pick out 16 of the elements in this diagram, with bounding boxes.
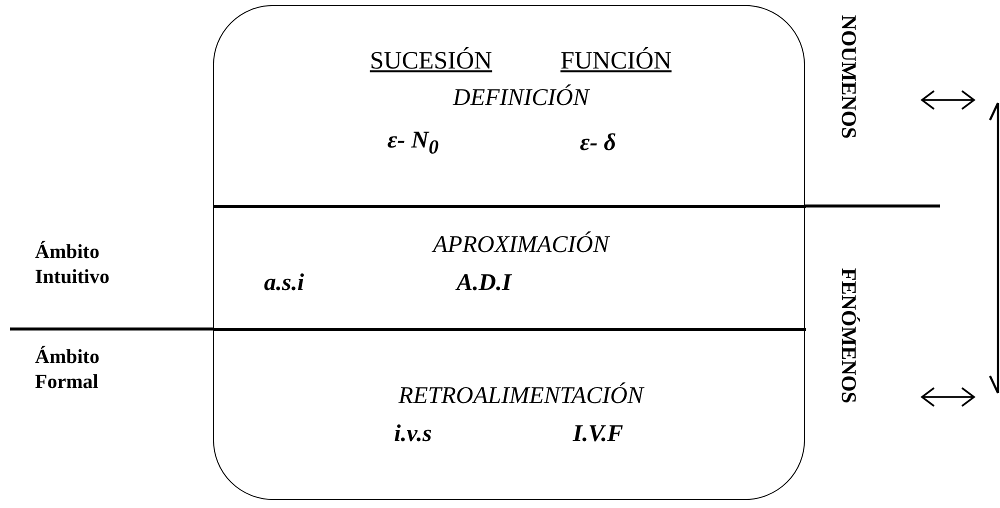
abbreviation: I.V.F [572,420,624,448]
heading: SUCESIÓN [370,47,492,75]
side-label: Ámbito Intuitivo [35,240,110,290]
abbreviation: A.D.I [456,270,512,296]
rounded-panel [213,5,805,500]
vertical-label: FENÓMENOS [836,268,861,404]
formula: ε- δ [580,130,616,156]
subheading: APROXIMACIÓN [433,232,609,258]
formula: ε- N$_{0}$ [387,128,439,158]
side-label: Ámbito Formal [35,345,100,395]
subheading: RETROALIMENTACIÓN [398,382,644,410]
heading: FUNCIÓN [560,47,672,75]
subheading: DEFINICIÓN [453,84,589,112]
abbreviation: a.s.i [264,270,304,296]
abbreviation: i.v.s [394,420,432,448]
vertical-label: NOUMENOS [836,15,861,139]
